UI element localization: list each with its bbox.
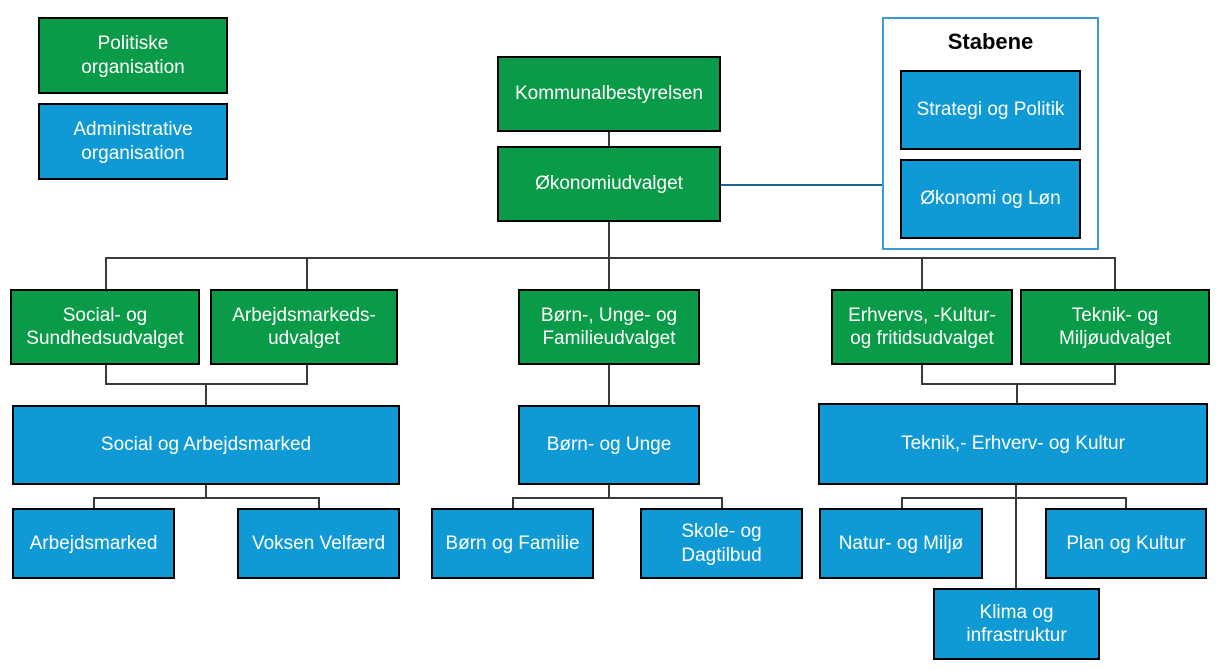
- node-teknik-og-miljoudvalget: Teknik- og Miljøudvalget: [1020, 289, 1210, 365]
- stabene-connector-line: [721, 184, 882, 186]
- legend-administrative-organisation: Administrative organisation: [38, 103, 228, 180]
- node-voksen-velfaerd: Voksen Velfærd: [237, 508, 400, 579]
- connector-line: [921, 257, 923, 289]
- node-strategi-og-politik: Strategi og Politik: [900, 70, 1081, 150]
- connector-line: [512, 497, 723, 499]
- connector-line: [1114, 257, 1116, 289]
- connector-line: [921, 365, 923, 383]
- connector-line: [512, 497, 514, 508]
- node-okonomi-og-lon: Økonomi og Løn: [900, 159, 1081, 239]
- connector-line: [1125, 497, 1127, 508]
- node-arbejdsmarkedsudvalget: Arbejdsmarkeds-udvalget: [210, 289, 398, 365]
- connector-line: [921, 383, 1116, 385]
- connector-line: [721, 497, 723, 508]
- stabene-title: Stabene: [947, 29, 1034, 54]
- node-kommunalbestyrelsen: Kommunalbestyrelsen: [497, 56, 721, 132]
- node-born-og-unge: Børn- og Unge: [518, 405, 700, 485]
- connector-line: [1015, 485, 1017, 588]
- connector-line: [1016, 383, 1018, 403]
- connector-line: [205, 484, 207, 497]
- stabene-group: Stabene Strategi og Politik Økonomi og L…: [882, 17, 1099, 250]
- connector-line: [93, 497, 95, 508]
- connector-line: [105, 257, 107, 289]
- connector-line: [318, 497, 320, 508]
- connector-line: [1114, 365, 1116, 383]
- node-social-og-arbejdsmarked: Social og Arbejdsmarked: [12, 405, 400, 485]
- node-klima-og-infrastruktur: Klima og infrastruktur: [933, 588, 1100, 660]
- connector-line: [306, 365, 308, 383]
- node-teknik-erhverv-og-kultur: Teknik,- Erhverv- og Kultur: [818, 403, 1208, 485]
- connector-line: [901, 497, 903, 508]
- legend-politiske-organisation: Politiske organisation: [38, 17, 228, 94]
- connector-line: [608, 484, 610, 497]
- node-okonomiudvalget: Økonomiudvalget: [497, 146, 721, 222]
- connector-line: [105, 365, 107, 383]
- node-social-og-sundhedsudvalget: Social- og Sundhedsudvalget: [10, 289, 200, 365]
- connector-line: [608, 365, 610, 405]
- node-natur-og-miljo: Natur- og Miljø: [819, 508, 983, 579]
- connector-line: [93, 497, 320, 499]
- node-born-og-familie: Børn og Familie: [431, 508, 594, 579]
- node-arbejdsmarked: Arbejdsmarked: [12, 508, 175, 579]
- connector-line: [901, 497, 1127, 499]
- connector-line: [608, 131, 610, 147]
- connector-line: [608, 222, 610, 289]
- node-erhvervs-kultur-og-fritidsudvalget: Erhvervs, -Kultur- og fritidsudvalget: [831, 289, 1013, 365]
- connector-line: [205, 383, 207, 405]
- node-skole-og-dagtilbud: Skole- og Dagtilbud: [640, 508, 803, 579]
- node-plan-og-kultur: Plan og Kultur: [1045, 508, 1207, 579]
- connector-line: [306, 257, 308, 289]
- node-born-unge-og-familieudvalget: Børn-, Unge- og Familieudvalget: [518, 289, 700, 365]
- connector-line: [105, 257, 1116, 259]
